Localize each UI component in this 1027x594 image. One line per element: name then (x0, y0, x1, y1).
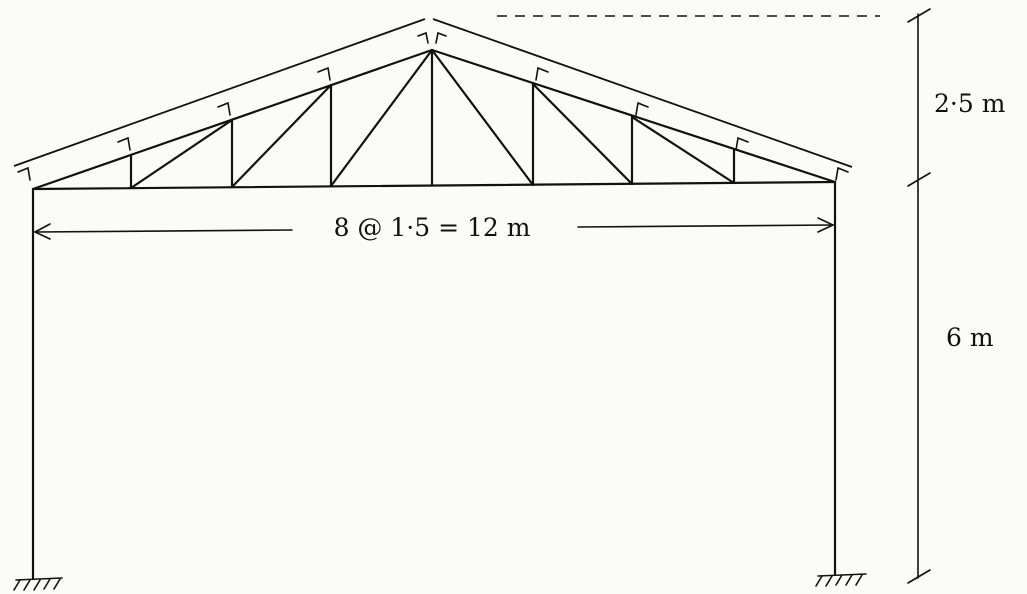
column-height-label: 6 m (946, 323, 994, 352)
roof-sheeting (13, 18, 853, 168)
rise-label: 2·5 m (934, 89, 1006, 118)
left-fixed-support (13, 577, 63, 591)
span-label: 8 @ 1·5 = 12 m (334, 213, 531, 242)
right-fixed-support (815, 573, 867, 587)
height-dimensions: 2·5 m 6 m (497, 8, 1006, 584)
roof-truss (31, 48, 837, 191)
purlins (17, 31, 849, 181)
columns (31, 180, 837, 580)
span-dimension: 8 @ 1·5 = 12 m (33, 213, 835, 242)
